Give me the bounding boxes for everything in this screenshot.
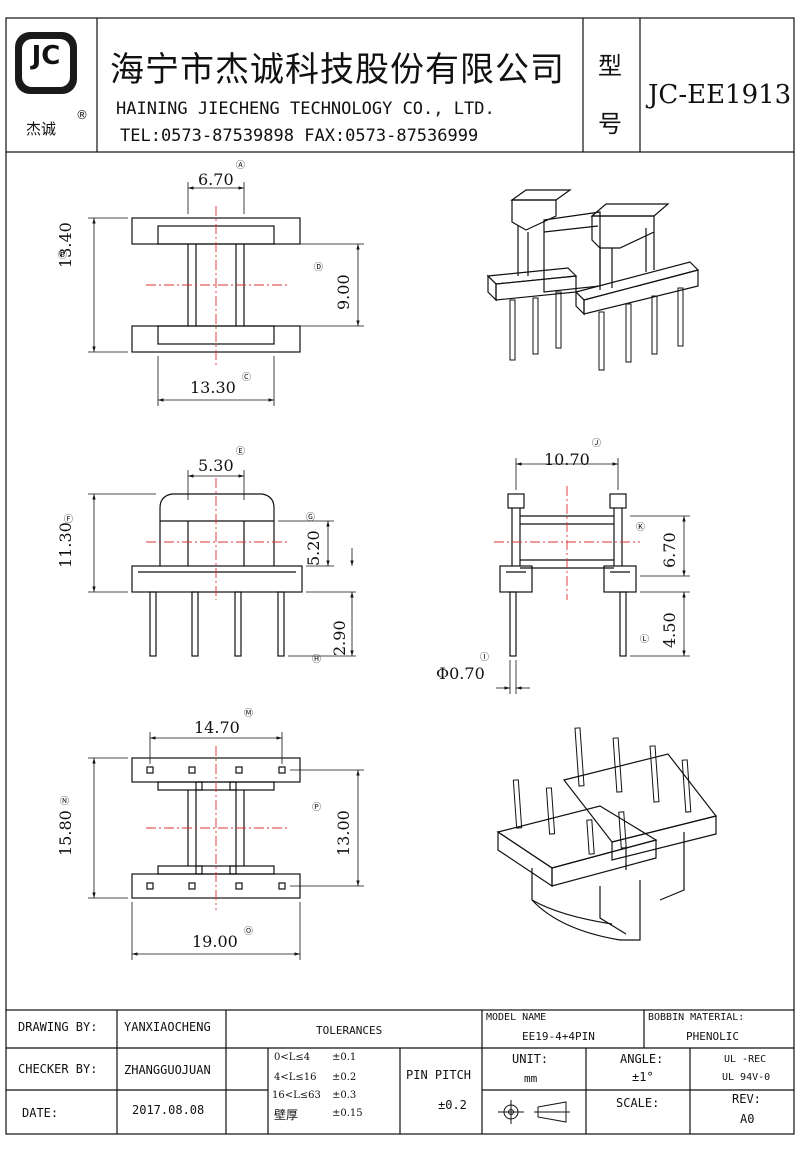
tolerance-value-2: ±0.2 [332, 1072, 357, 1083]
ul-rec-text: UL -REC [724, 1054, 767, 1065]
scale-label: SCALE: [616, 1096, 660, 1110]
bottom-view-centerlines [146, 746, 290, 910]
drawing-frame [5, 152, 795, 1010]
dimension-o-value: 19.00 [192, 932, 238, 951]
top-view-dimensions [88, 182, 364, 406]
bottom-view-dimensions [88, 732, 364, 960]
iso-view-top [486, 189, 700, 371]
dimension-j-value: 10.70 [544, 450, 590, 469]
rev-value: A0 [740, 1112, 755, 1126]
tolerance-range-2: 4<L≤16 [274, 1072, 317, 1083]
dimension-n-value: 15.80 [56, 810, 75, 856]
dimension-f-value: 11.30 [56, 522, 75, 568]
date-label: DATE: [22, 1106, 59, 1120]
dimension-i-mark: Ⓘ [480, 653, 490, 663]
dimension-p-mark: Ⓟ [312, 803, 322, 813]
model-name-label: MODEL NAME [486, 1012, 547, 1023]
checker-by-value: ZHANGGUOJUAN [124, 1063, 211, 1077]
dimension-j-mark: Ⓙ [592, 439, 602, 449]
projection-symbol [498, 1100, 570, 1124]
dimension-b-value: 13.40 [56, 222, 75, 268]
front-view [131, 493, 303, 657]
angle-label: ANGLE: [620, 1052, 664, 1066]
company-name-en: HAINING JIECHENG TECHNOLOGY CO., LTD. [116, 99, 495, 119]
dimension-d-mark: Ⓓ [314, 263, 324, 273]
dimension-h-mark: Ⓗ [312, 655, 322, 665]
dimension-h-value: 2.90 [330, 620, 349, 656]
dimension-e-mark: Ⓔ [236, 447, 246, 457]
front-view-dimensions [88, 470, 356, 657]
logo-badge [15, 32, 77, 94]
tolerance-value-4: ±0.15 [332, 1108, 363, 1119]
ul-94v0-text: UL 94V-0 [722, 1072, 771, 1083]
dimension-a-mark: Ⓐ [236, 161, 246, 171]
dimension-k-mark: Ⓚ [636, 523, 646, 533]
bobbin-material-value: PHENOLIC [686, 1030, 739, 1043]
dimension-n-mark: Ⓝ [60, 797, 70, 807]
side-view-centerlines [494, 486, 640, 600]
company-name-cn: 海宁市杰诚科技股份有限公司 [110, 50, 565, 90]
dimension-f-mark: Ⓕ [64, 515, 74, 525]
dimension-g-mark: Ⓖ [306, 513, 316, 523]
dimension-p-value: 13.00 [334, 810, 353, 856]
logo-text: JC [31, 41, 61, 71]
unit-label: UNIT: [512, 1052, 549, 1066]
tolerances-label: TOLERANCES [316, 1024, 383, 1037]
tolerance-value-1: ±0.1 [332, 1052, 357, 1063]
angle-value: ±1° [632, 1070, 654, 1084]
model-number: JC-EE1913 [648, 80, 792, 110]
logo-subtitle: 杰诚 [26, 120, 57, 138]
dimension-g-value: 5.20 [304, 530, 323, 566]
pin-pitch-value: ±0.2 [438, 1098, 467, 1112]
company-contact: TEL:0573-87539898 FAX:0573-87536999 [120, 126, 479, 146]
dimension-o-mark: Ⓞ [244, 927, 254, 937]
dimension-i-value: Φ0.70 [436, 664, 485, 683]
pin-pitch-label: PIN PITCH [406, 1068, 472, 1082]
dimension-b-mark: Ⓑ [58, 251, 68, 261]
checker-by-label: CHECKER BY: [18, 1062, 98, 1076]
model-name-value: EE19-4+4PIN [522, 1030, 595, 1043]
title-block-grid [5, 1009, 795, 1135]
dimension-l-value: 4.50 [660, 612, 679, 648]
iso-view-bottom [496, 727, 718, 941]
top-view-centerlines [146, 206, 290, 366]
unit-value: mm [524, 1072, 538, 1085]
dimension-c-value: 13.30 [190, 378, 236, 397]
front-view-centerlines [146, 478, 290, 600]
dimension-k-value: 6.70 [660, 532, 679, 568]
date-value: 2017.08.08 [132, 1103, 205, 1117]
dimension-c-mark: Ⓒ [242, 373, 252, 383]
rev-label: REV: [732, 1092, 761, 1106]
drawing-by-value: YANXIAOCHENG [124, 1020, 211, 1034]
drawing-by-label: DRAWING BY: [18, 1020, 98, 1034]
side-view [499, 493, 637, 657]
dimension-l-mark: Ⓛ [640, 635, 650, 645]
dimension-a-value: 6.70 [198, 170, 234, 189]
tolerance-range-3: 16<L≤63 [272, 1090, 321, 1101]
model-label-char-1: 型 [598, 52, 622, 80]
side-view-dimensions [496, 458, 690, 694]
tolerance-value-3: ±0.3 [332, 1090, 357, 1101]
dimension-e-value: 5.30 [198, 456, 234, 475]
dimension-m-value: 14.70 [194, 718, 240, 737]
header-frame [5, 17, 795, 153]
model-label-char-2: 号 [598, 110, 622, 138]
dimension-d-value: 9.00 [334, 274, 353, 310]
tolerance-range-1: 0<L≤4 [274, 1052, 311, 1063]
dimension-m-mark: Ⓜ [244, 709, 254, 719]
registered-mark: ® [76, 108, 88, 122]
bobbin-material-label: BOBBIN MATERIAL: [648, 1012, 745, 1023]
tolerance-range-4: 壁厚 [274, 1108, 299, 1122]
